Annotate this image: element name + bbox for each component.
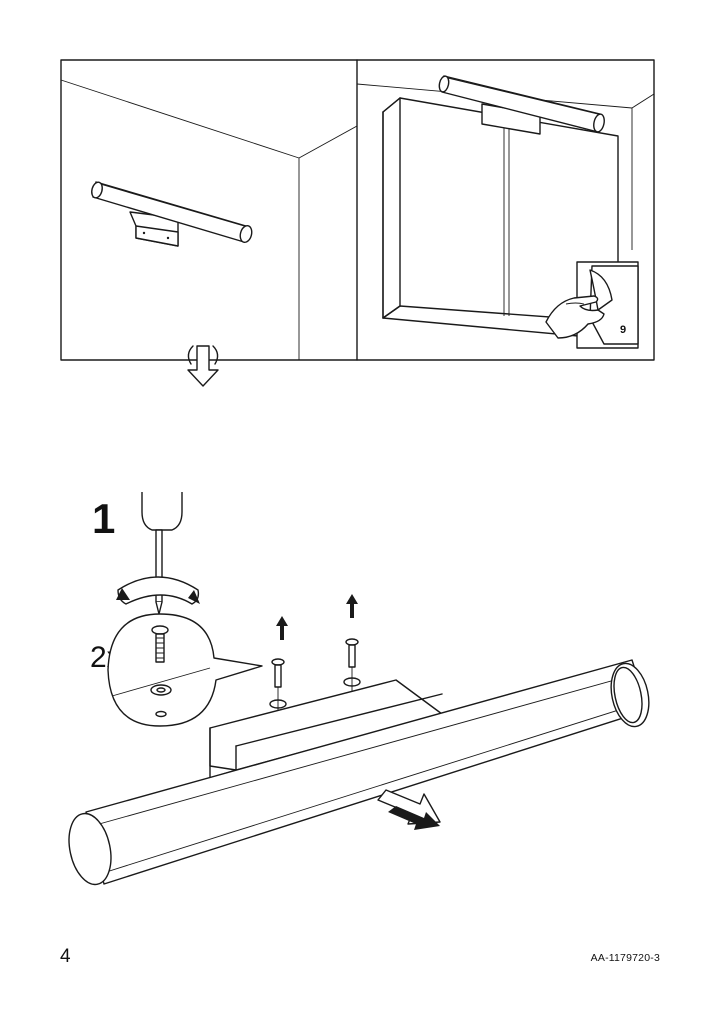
overview-panels [60,59,655,387]
slide-direction-arrow-icon [377,789,441,830]
light-fixture-tube [68,659,650,886]
left-panel-wall-scene [60,79,358,360]
reference-sheet-icon [545,261,639,349]
step-number: 1 [92,495,116,542]
rotate-arrow-icon [116,576,200,605]
wall-light-fixture [91,181,253,247]
flow-down-arrow-icon [187,345,219,387]
removed-screw-right [343,594,361,705]
detail-zoom-bubble [107,613,263,727]
step-illustration [68,492,650,886]
page-number: 4 [60,946,71,967]
document-code: AA-1179720-3 [590,952,660,964]
reference-sheet-number: 9 [620,324,627,336]
screwdriver-icon [141,492,183,615]
